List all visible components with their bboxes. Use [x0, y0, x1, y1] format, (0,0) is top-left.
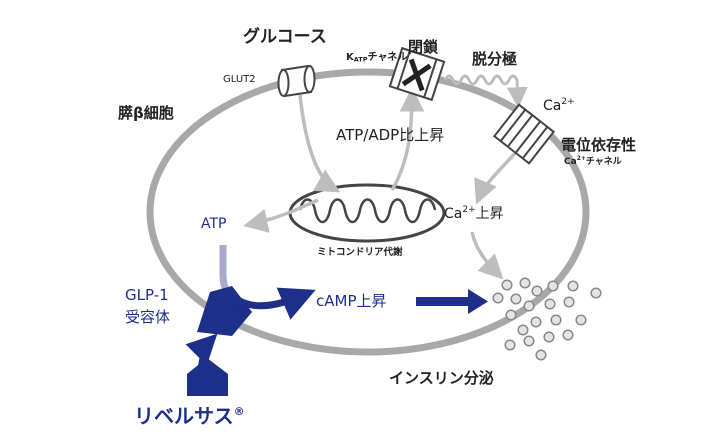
camp-curve-arrow [236, 287, 316, 320]
pentagon-icon [187, 358, 228, 396]
granule [531, 285, 543, 297]
depolarization-label: 脱分極 [472, 50, 517, 68]
receptor-icon [197, 286, 252, 336]
camp-to-insulin-arrow [416, 289, 488, 314]
insulin-secretion-label: インスリン分泌 [389, 369, 494, 387]
camp-label: cAMP上昇 [316, 292, 387, 310]
beta-cell-label: 膵β細胞 [118, 104, 174, 122]
granule [567, 280, 579, 292]
mito-metabolism-label: ミトコンドリア代謝 [317, 246, 403, 258]
ca-channel-label: Ca2+チャネル [564, 155, 622, 167]
cell-membrane [146, 68, 590, 356]
granule [563, 296, 575, 308]
glucose-label: グルコース [243, 26, 327, 47]
glut2-label: GLUT2 [223, 74, 256, 85]
granule [547, 280, 559, 292]
granule [501, 279, 513, 291]
glp1-label-line1: GLP-1 [125, 286, 169, 304]
granule [492, 292, 504, 304]
granule [550, 314, 562, 326]
granule [517, 324, 529, 336]
glut2-transporter [277, 64, 316, 98]
closed-label: 閉鎖 [408, 38, 439, 56]
mito-to-katp-arrow [390, 87, 425, 191]
atp-label: ATP [201, 216, 226, 232]
mitochondrion [288, 183, 446, 243]
insulin-granules [492, 277, 602, 361]
granule [523, 335, 535, 347]
granule [505, 309, 517, 321]
x-mark-icon [401, 58, 432, 92]
ca-channel-to-ca-rise-arrow [474, 148, 520, 205]
granule [523, 300, 535, 312]
katp-channel-label: KATPチャネル [346, 51, 407, 64]
glp1-label-line2: 受容体 [125, 308, 170, 326]
glucose-to-mito-arrow [298, 94, 341, 193]
granule [575, 314, 587, 326]
granule [504, 339, 516, 351]
granule [530, 316, 542, 328]
atp-adp-ratio-label: ATP/ADP比上昇 [336, 126, 444, 144]
granule [519, 277, 531, 289]
ca-channel [492, 103, 556, 165]
mito-to-atp-arrow [243, 198, 319, 233]
depolarization-wave-arrow [443, 74, 528, 109]
granule [543, 331, 555, 343]
granule [510, 293, 522, 305]
katp-channel [388, 46, 446, 102]
granule [590, 287, 602, 299]
granule [535, 349, 547, 361]
ca-rise-to-granules-arrow [470, 231, 504, 280]
granule [562, 329, 574, 341]
voltage-dependent-label: 電位依存性 [561, 136, 636, 154]
granule [544, 298, 556, 310]
rybelsus-label: リベルサス® [134, 404, 245, 428]
ca-ion-label: Ca2+ [543, 97, 575, 114]
ca-rise-label: Ca2+上昇 [444, 205, 504, 222]
